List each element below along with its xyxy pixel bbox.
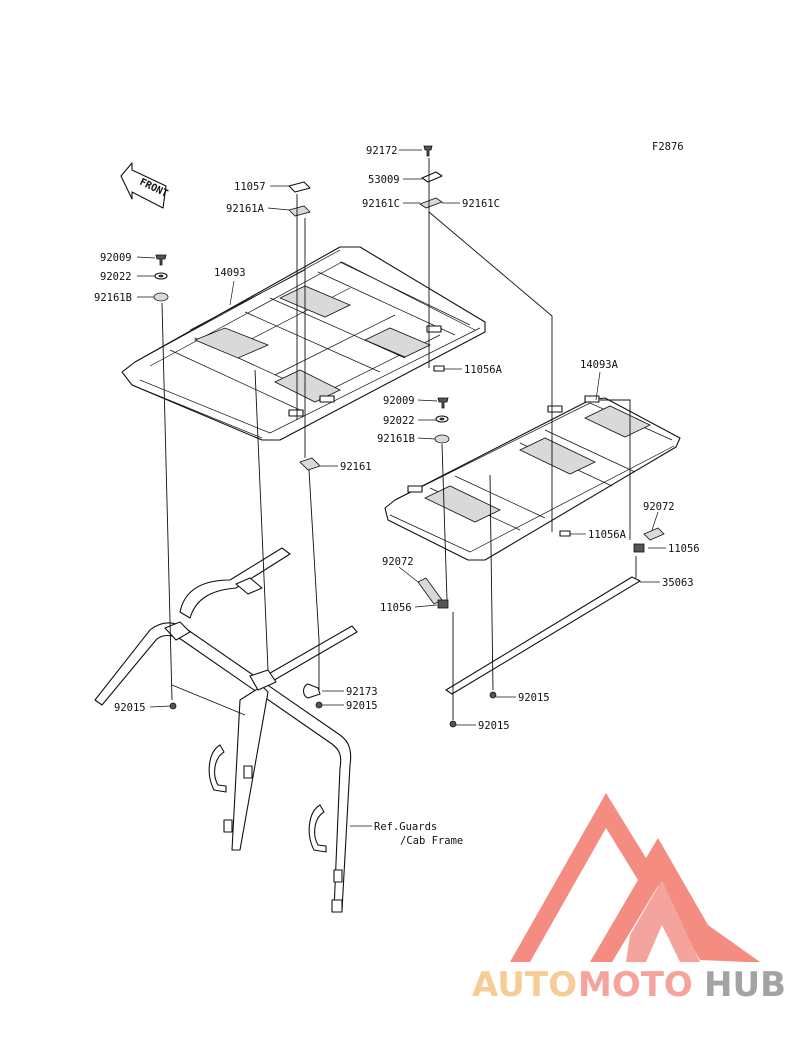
part-label: 92022 (383, 415, 415, 427)
rear-roof-panel (384, 395, 681, 561)
part-label: 92022 (100, 271, 132, 283)
part-label: 92161B (377, 433, 415, 445)
reference-note-line1: Ref.Guards (374, 821, 437, 833)
part-label: 92015 (114, 702, 146, 714)
reference-note-line2: /Cab Frame (400, 835, 463, 847)
part-label: 14093 (214, 267, 246, 279)
bolt-icon (437, 397, 449, 409)
screw-icon (423, 145, 433, 157)
part-label: 11056 (380, 602, 412, 614)
part-label: 92009 (383, 395, 415, 407)
nut-icon (315, 701, 323, 709)
nut-icon (489, 691, 497, 699)
part-label: 11057 (234, 181, 266, 193)
watermark-brand-auto: AUTO (472, 965, 577, 1005)
clip-icon (559, 530, 571, 537)
pad-icon (288, 205, 311, 217)
part-label: 11056A (588, 529, 627, 541)
pad-icon (434, 434, 450, 444)
part-label: 92072 (643, 501, 675, 513)
part-label: 53009 (368, 174, 400, 186)
block-icon (299, 457, 321, 471)
pad-icon (419, 197, 443, 209)
part-label: 92161 (340, 461, 372, 473)
front-arrow-icon: FRONT (120, 162, 170, 209)
bracket-icon (288, 181, 311, 193)
seal-strip (445, 576, 641, 695)
clip-icon (433, 365, 445, 372)
part-label: 92161B (94, 292, 132, 304)
triangle-logo-icon (510, 793, 760, 962)
part-label: 92161C (362, 198, 400, 210)
clamp-icon (302, 683, 321, 699)
nut-icon (449, 720, 457, 728)
nut-icon (169, 702, 177, 710)
part-label: 35063 (662, 577, 694, 589)
strap-icon (643, 527, 665, 541)
bolt-icon (155, 254, 167, 266)
part-label: 92072 (382, 556, 414, 568)
clip-icon (437, 599, 449, 609)
part-label: 92015 (346, 700, 378, 712)
watermark-logo: AUTO MOTO HUB (472, 793, 786, 1005)
figure-id: F2876 (652, 141, 684, 153)
part-label: 92015 (478, 720, 510, 732)
part-label: 92015 (518, 692, 550, 704)
part-label: 92161C (462, 198, 500, 210)
part-label: 92009 (100, 252, 132, 264)
bracket-icon (421, 171, 443, 183)
part-label: 14093A (580, 359, 619, 371)
clip-icon (633, 543, 645, 553)
part-label: 92161A (226, 203, 265, 215)
cab-frame (94, 547, 358, 913)
watermark-brand-hub: HUB (704, 965, 786, 1005)
pad-icon (153, 292, 169, 302)
part-label: 11056A (464, 364, 503, 376)
part-label: 11056 (668, 543, 700, 555)
part-label: 92172 (366, 145, 398, 157)
part-label: 92173 (346, 686, 378, 698)
main-roof-panel (121, 246, 486, 441)
watermark-brand-moto: MOTO (578, 965, 693, 1005)
assembly-lines (161, 158, 637, 720)
